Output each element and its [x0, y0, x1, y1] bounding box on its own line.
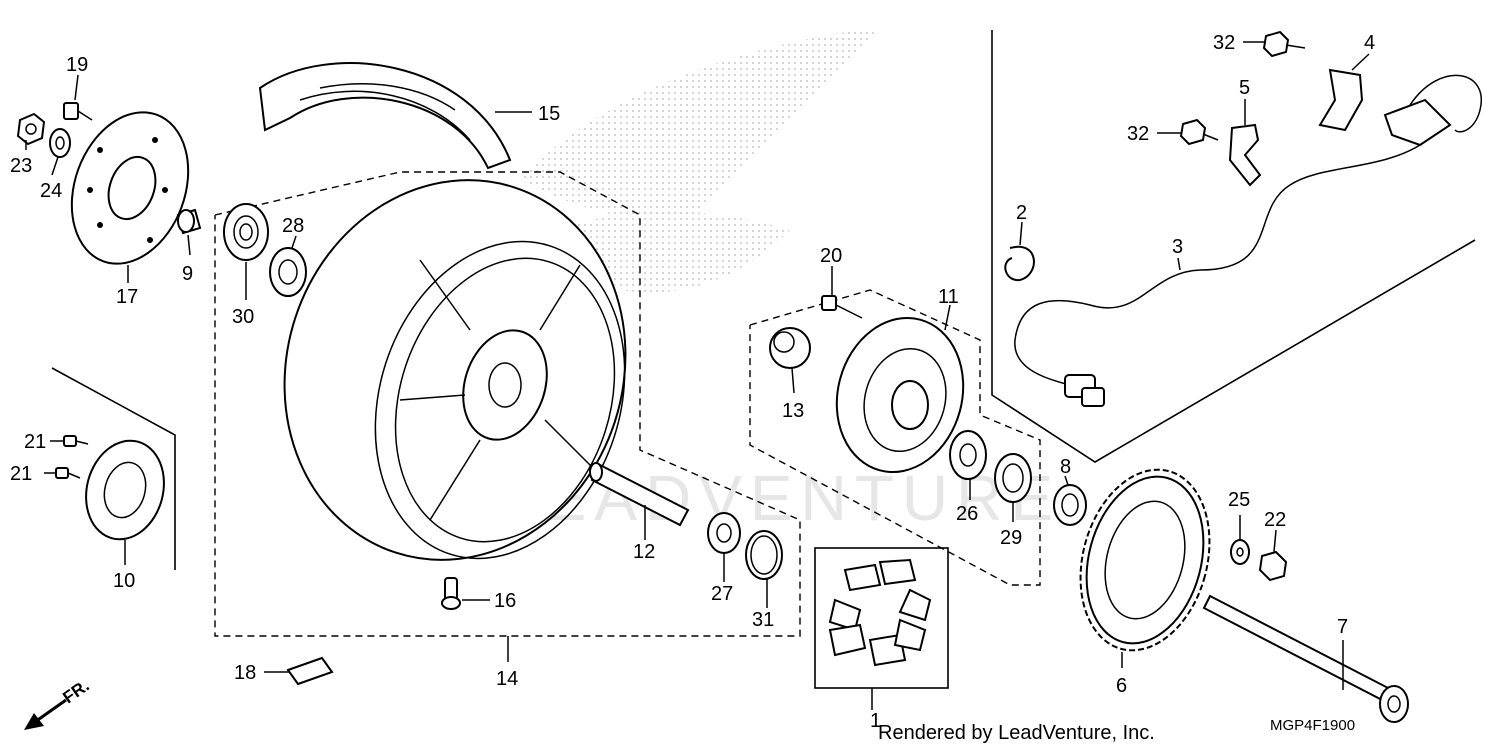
- callout-31: 31: [752, 609, 774, 631]
- sensor-wire: [1014, 144, 1421, 407]
- pulser-ring: [85, 439, 165, 541]
- wheel-damper-rubbers: [828, 558, 932, 667]
- damper-box: [814, 547, 949, 689]
- bearing-left-large: [223, 203, 269, 261]
- flange-stud: [821, 295, 863, 319]
- sensor-bolt-lower: [1179, 118, 1219, 146]
- callout-10: 10: [113, 570, 135, 592]
- callout-8: 8: [1060, 456, 1071, 478]
- part-callouts: 1 2 3 4 5 6 7 8 9 10 11 12 13 14 15 16 1…: [10, 32, 1375, 732]
- driven-sprocket: [1079, 468, 1211, 652]
- callout-3: 3: [1172, 236, 1183, 258]
- pulser-screw-upper: [63, 435, 89, 447]
- wire-clamp: [1004, 245, 1035, 282]
- callout-23: 23: [10, 155, 32, 177]
- callout-32-upper: 32: [1213, 32, 1235, 54]
- disc-bolt: [63, 102, 93, 121]
- callout-28: 28: [282, 215, 304, 237]
- callout-7: 7: [1337, 616, 1348, 638]
- callout-26: 26: [956, 503, 978, 525]
- callout-17: 17: [116, 286, 138, 308]
- rear-axle: [1202, 594, 1409, 723]
- leader-lines: [25, 41, 1370, 710]
- callout-30: 30: [232, 306, 254, 328]
- callout-4: 4: [1364, 32, 1375, 54]
- callout-18: 18: [234, 662, 256, 684]
- sprocket-collar: [1053, 484, 1087, 526]
- callout-19: 19: [66, 54, 88, 76]
- credit-text: Rendered by LeadVenture, Inc.: [878, 722, 1155, 744]
- callout-2: 2: [1016, 202, 1027, 224]
- balance-weight: [286, 656, 334, 686]
- callout-20: 20: [820, 245, 842, 267]
- air-valve: [441, 577, 461, 610]
- bearing-left-small: [269, 247, 307, 297]
- rear-tire: [258, 62, 512, 170]
- distance-collar: [769, 327, 811, 369]
- callout-14: 14: [496, 668, 518, 690]
- collar: [176, 208, 202, 235]
- callout-1: 1: [870, 710, 881, 732]
- disc-washer: [49, 128, 71, 158]
- callout-6: 6: [1116, 675, 1127, 697]
- callout-16: 16: [494, 590, 516, 612]
- callout-13: 13: [782, 400, 804, 422]
- sensor-bolt-upper: [1262, 30, 1306, 58]
- axle-sleeve: [589, 462, 690, 527]
- sprocket-washer: [1230, 539, 1250, 565]
- dust-seal: [994, 453, 1032, 503]
- brake-disc: [70, 111, 190, 265]
- sensor-group-border: [991, 30, 1476, 463]
- front-direction-arrow-icon: FR.: [24, 676, 93, 730]
- callout-5: 5: [1239, 77, 1250, 99]
- wheel-assembly-box: [214, 171, 801, 637]
- bearing-right: [707, 512, 741, 554]
- sprocket-nut: [1258, 550, 1288, 582]
- flange-bearing: [949, 430, 987, 480]
- callout-22: 22: [1264, 509, 1286, 531]
- watermark-wing-logo: [520, 28, 880, 293]
- abs-sensor: [1318, 68, 1483, 147]
- callout-12: 12: [633, 541, 655, 563]
- rear-wheel: [283, 179, 627, 561]
- callout-9: 9: [182, 263, 193, 285]
- callout-21-lower: 21: [10, 463, 32, 485]
- callout-27: 27: [711, 583, 733, 605]
- callout-29: 29: [1000, 527, 1022, 549]
- callout-25: 25: [1228, 489, 1250, 511]
- callout-21-upper: 21: [24, 431, 46, 453]
- callout-24: 24: [40, 180, 62, 202]
- callout-32-lower: 32: [1127, 123, 1149, 145]
- sensor-stay: [1228, 123, 1262, 187]
- diagram-code: MGP4F1900: [1270, 717, 1355, 734]
- callout-15: 15: [538, 103, 560, 125]
- disc-nut: [16, 112, 46, 146]
- pulser-screw-lower: [55, 467, 81, 479]
- driven-flange: [835, 316, 965, 474]
- o-ring: [745, 530, 783, 580]
- hub-assembly-box: [749, 289, 1041, 586]
- callout-11: 11: [938, 286, 959, 308]
- pulser-ring-border: [51, 367, 176, 570]
